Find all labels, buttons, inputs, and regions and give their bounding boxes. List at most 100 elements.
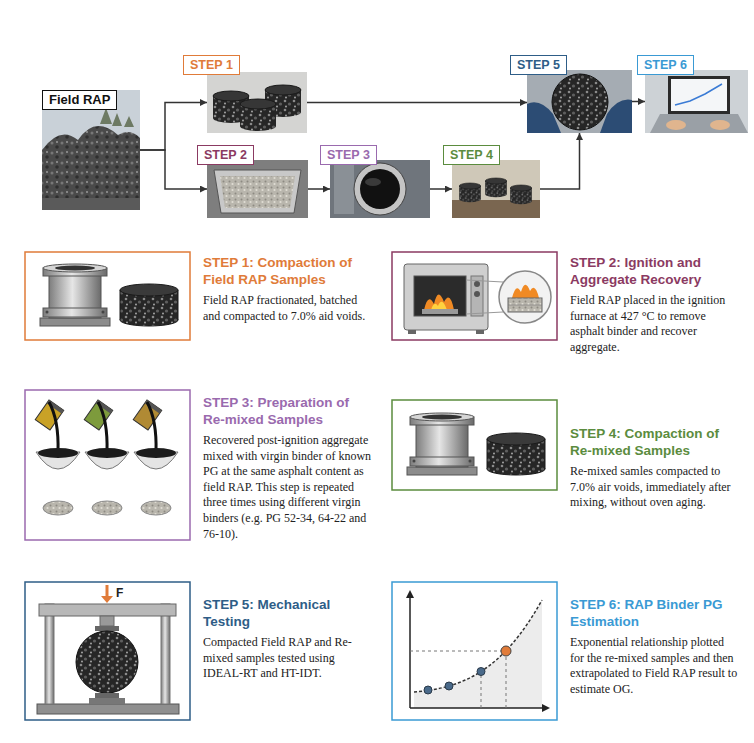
- illustration-ellipse: [365, 178, 381, 186]
- step-photo-box: STEP 1: [207, 72, 307, 133]
- card-heading: STEP 4: Compaction of Re-mixed Samples: [570, 425, 740, 459]
- illustration-rect: [89, 698, 125, 704]
- illustration-rect: [330, 160, 430, 218]
- illustration-path: [100, 108, 134, 127]
- illustration-rect: [161, 604, 170, 704]
- flow-arrow: [540, 133, 580, 189]
- step-tab: STEP 4: [443, 145, 500, 165]
- illustration-rect: [645, 70, 748, 133]
- flow-arrow: [140, 103, 207, 151]
- illustration-g: [404, 264, 551, 334]
- card-body: Field RAP fractionated, batched and comp…: [203, 293, 373, 324]
- illustration-rect: [207, 72, 307, 133]
- illustration-circle: [552, 74, 608, 130]
- illustration-ellipse: [43, 501, 73, 515]
- card-heading: STEP 3: Preparation of Re-mixed Samples: [203, 394, 373, 428]
- illustration-use: [459, 183, 481, 202]
- card-heading: STEP 2: Ignition and Aggregate Recovery: [570, 254, 740, 288]
- illustration-circle: [424, 686, 432, 694]
- illustration-path: [650, 114, 748, 133]
- illustration-rect: [414, 276, 466, 316]
- illustration-polygon: [101, 596, 113, 603]
- illustration-rect: [25, 252, 190, 340]
- illustration-rect: [671, 79, 727, 111]
- step-photo-box: STEP 5: [527, 70, 632, 133]
- step-card: STEP 4: Compaction of Re-mixed SamplesRe…: [392, 400, 742, 511]
- illustration-circle: [445, 682, 453, 690]
- illustration-path: [147, 402, 156, 452]
- card-heading: STEP 1: Compaction of Field RAP Samples: [203, 254, 373, 288]
- force-label: F: [116, 586, 123, 600]
- illustration-g: [37, 585, 179, 714]
- illustration-circle: [354, 163, 406, 215]
- step-photo-box: STEP 4: [452, 160, 540, 218]
- illustration-rect: [422, 309, 458, 314]
- illustration-line: [410, 707, 544, 709]
- step-card: STEP 1: Compaction of Field RAP SamplesF…: [25, 252, 375, 324]
- illustration-rect: [100, 616, 114, 626]
- illustration-line: [466, 280, 503, 282]
- step-photo-box: Field RAP: [42, 90, 140, 210]
- step-tab: Field RAP: [42, 90, 117, 110]
- illustration-use: [407, 413, 545, 475]
- illustration-rect: [476, 330, 484, 334]
- illustration-rect: [404, 264, 488, 330]
- illustration-rect: [392, 252, 557, 340]
- illustration-rect: [95, 626, 119, 631]
- illustration-g: [406, 590, 550, 712]
- illustration-polygon: [542, 704, 550, 712]
- illustration-rect: [42, 90, 140, 210]
- step-photo-box: STEP 2: [207, 160, 308, 218]
- illustration-rect: [45, 604, 54, 704]
- illustration-rect: [37, 704, 179, 714]
- illustration-circle: [76, 631, 138, 693]
- illustration-path: [98, 402, 107, 452]
- illustration-rect: [334, 164, 354, 214]
- illustration-rect: [95, 693, 119, 698]
- illustration-path: [42, 126, 140, 210]
- illustration-path: [49, 402, 58, 452]
- illustration-rect: [392, 582, 557, 720]
- illustration-polygon: [406, 590, 414, 598]
- illustration-circle: [474, 291, 480, 297]
- step-tab: STEP 3: [320, 145, 377, 165]
- illustration-rect: [508, 298, 542, 312]
- illustration-rect: [527, 70, 632, 133]
- illustration-line: [466, 312, 503, 314]
- illustration-path: [600, 100, 632, 133]
- step-tab: STEP 6: [637, 55, 694, 75]
- card-body: Recovered post-ignition aggregate mixed …: [203, 433, 373, 542]
- illustration-use: [240, 99, 276, 131]
- illustration-rect: [471, 276, 483, 316]
- illustration-rect: [408, 330, 416, 334]
- step-photo-box: STEP 6: [645, 70, 748, 133]
- illustration-rect: [39, 604, 176, 616]
- label-anchor: F: [116, 583, 123, 601]
- illustration-ellipse: [666, 120, 686, 130]
- illustration-rect: [668, 76, 730, 114]
- illustration-path: [414, 600, 542, 708]
- flow-arrow: [308, 188, 330, 190]
- illustration-use: [40, 264, 178, 326]
- step-tab: STEP 5: [510, 55, 567, 75]
- card-heading: STEP 6: RAP Binder PG Estimation: [570, 596, 740, 630]
- illustration-path: [512, 285, 539, 298]
- illustration-path: [431, 302, 447, 310]
- illustration-rect: [25, 390, 190, 540]
- illustration-line: [410, 651, 506, 652]
- illustration-ellipse: [38, 448, 78, 458]
- illustration-path: [414, 600, 542, 692]
- illustration-use: [485, 178, 507, 197]
- illustration-g: [485, 178, 507, 197]
- illustration-ellipse: [710, 120, 730, 130]
- step-tab: STEP 1: [183, 55, 240, 75]
- illustration-ellipse: [136, 448, 176, 458]
- illustration-circle: [499, 271, 551, 323]
- card-heading: STEP 5: Mechanical Testing: [203, 596, 373, 630]
- illustration-ellipse: [92, 501, 122, 515]
- illustration-line: [506, 651, 507, 708]
- illustration-g: [35, 400, 178, 515]
- illustration-path: [527, 102, 561, 133]
- illustration-g: [140, 102, 645, 190]
